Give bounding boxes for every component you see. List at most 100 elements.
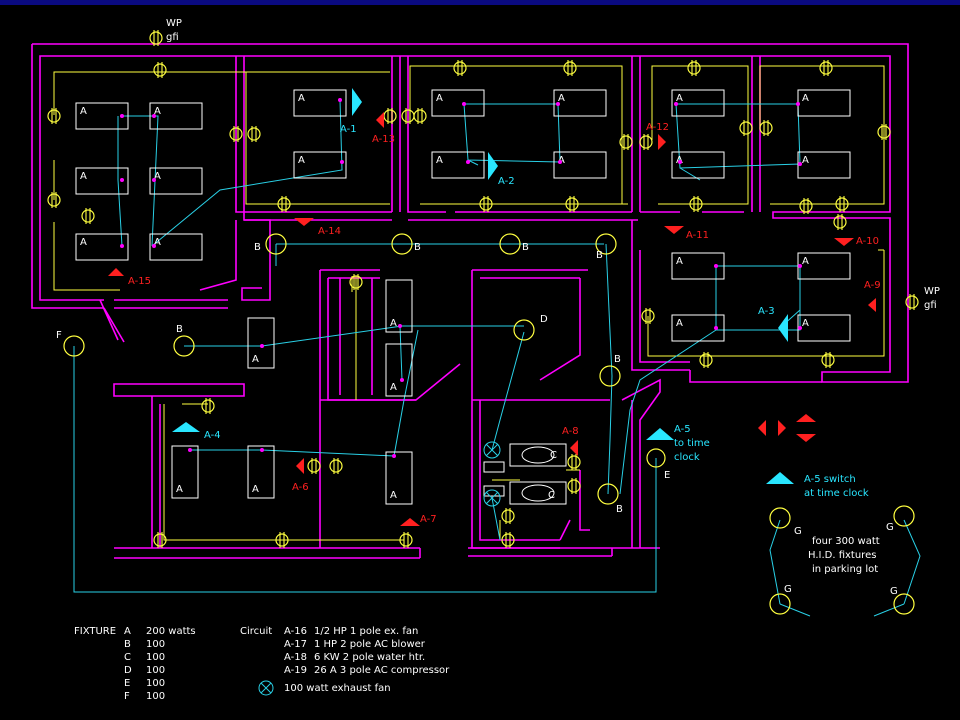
legend-fixture-watts: 100 [146,639,165,650]
circuit-label: A-11 [686,230,709,241]
fixture-g-label: G [886,522,894,533]
fixture-a [293,89,347,117]
legend-fixture-watts: 100 [146,652,165,663]
fixture-a [671,314,725,342]
fixture-a-label: A [390,318,397,329]
fixture-a-label: A [154,237,161,248]
legend-circuit-id: A-19 [284,665,307,676]
arrow-icon [646,428,674,440]
fixture-e-label: E [664,470,670,481]
fixture-g [769,507,791,529]
circuit-label: A-13 [372,134,395,145]
fixture-a [385,279,413,333]
receptacle-icon [905,295,919,309]
fixture-a-label: A [802,155,809,166]
fixture-g [893,505,915,527]
fixture-a [171,445,199,499]
arrow-icon [766,472,794,484]
receptacle-icon [689,197,703,211]
fixture-g-label: G [794,526,802,537]
exhaust-fan-icon [483,489,501,507]
legend-fixture-title: FIXTURE [74,626,116,637]
circuit-label: A-15 [128,276,151,287]
receptacle-icon [835,197,849,211]
fixture-a-label: A [436,155,443,166]
wp-right-label: WP [924,286,940,297]
fixture-f-label: F [56,330,62,341]
receptacle-icon [567,455,581,469]
fixture-e [646,448,666,468]
fixture-a-label: A [154,106,161,117]
fixture-a-label: A [558,93,565,104]
fixture-a [149,102,203,130]
receptacle-icon [877,125,891,139]
arrow-icon [294,218,314,226]
fixture-a-label: A [154,171,161,182]
fixture-a [797,151,851,179]
fixture-a-label: A [436,93,443,104]
legend-fixture-type: C [124,652,131,663]
fixture-a-label: A [298,93,305,104]
legend-fixture-watts: 100 [146,665,165,676]
receptacle-icon [307,459,321,473]
receptacle-icon [501,533,515,547]
circuit-label: A-10 [856,236,879,247]
fixtures-a [75,89,851,505]
arrow-icon [868,298,876,312]
receptacle-icon [201,399,215,413]
fixture-a-label: A [390,382,397,393]
fixture-a [671,252,725,280]
fixture-b [597,483,619,505]
circuit-label: A-1 [340,124,357,135]
receptacle-icon [799,199,813,213]
fixture-f [63,335,85,357]
legend-fan-note: 100 watt exhaust fan [284,683,391,694]
legend-circuit-desc: 1 HP 2 pole AC blower [314,639,426,650]
fixture-b [595,233,617,255]
legend-circuit-id: A-18 [284,652,307,663]
receptacle-icon [759,121,773,135]
gfi-right-label: gfi [924,300,937,311]
fixture-a-label: A [176,484,183,495]
fixture-a-label: A [802,256,809,267]
arrow-icon [658,134,666,150]
fixture-a-label: A [676,93,683,104]
circuit-label: A-3 [758,306,775,317]
receptacle-icon [329,459,343,473]
receptacle-icon [639,135,653,149]
circuit-label: A-8 [562,426,579,437]
circuit-label: A-6 [292,482,309,493]
arrow-icon [108,268,124,276]
wp-top-label: WP [166,18,182,29]
walls [31,43,909,559]
arrow-icon [376,112,384,128]
arrow-icon [664,226,684,234]
junction-dots [120,98,802,458]
receptacle-icon [149,31,163,45]
receptacle-icon [247,127,261,141]
receptacles [47,30,919,548]
a5-switch-label: A-5 switch [804,474,856,485]
mechanical-room [483,441,567,507]
circuit-label: A-2 [498,176,515,187]
fixture-a-label: A [80,171,87,182]
legend-fixture-watts: 100 [146,691,165,702]
hid-note: four 300 watt [812,536,880,547]
fixture-b-label: B [522,242,529,253]
arrow-icon [352,88,362,116]
legend-fixture-type: D [124,665,132,676]
legend-circuit-id: A-17 [284,639,307,650]
legend-fixture-type: B [124,639,131,650]
gfi-top-label: gfi [166,32,179,43]
home-runs [73,99,921,617]
fixture-a [149,167,203,195]
legend-circuit-id: A-16 [284,626,307,637]
fixture-c-label: C [550,450,557,461]
legend-fixture-type: E [124,678,130,689]
receptacle-icon [619,135,633,149]
receptacle-icon [565,197,579,211]
fixture-b [599,365,621,387]
fixture-g [769,593,791,615]
arrow-icon [570,440,578,456]
fixture-a [431,151,485,179]
